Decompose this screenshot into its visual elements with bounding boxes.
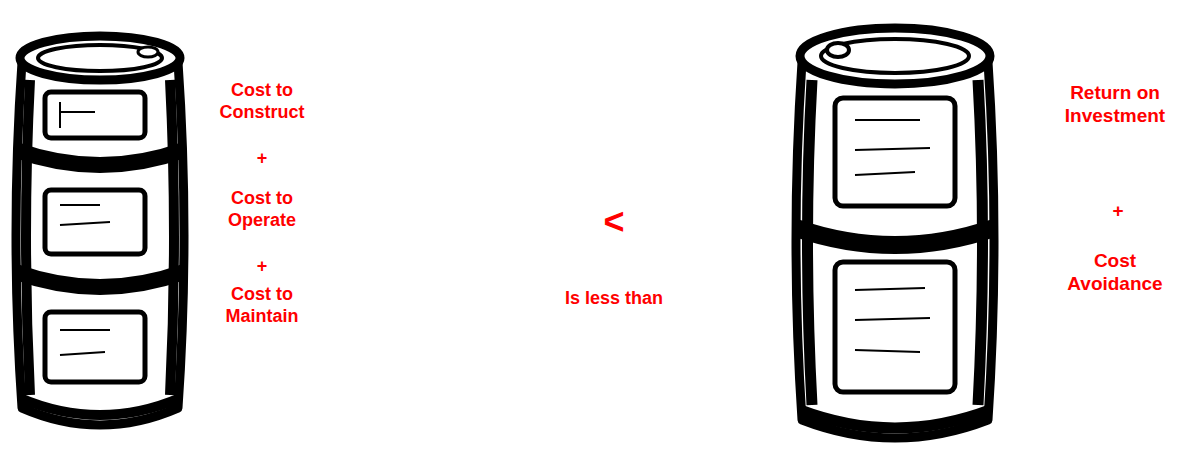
comparison-symbol: < [584,200,644,243]
left-barrel [16,36,184,425]
cost-label: Cost to Construct [206,80,318,123]
cost-label: Cost to Operate [206,188,318,231]
right-barrel [796,28,994,438]
cost-label: Cost to Maintain [206,284,318,327]
benefit-label: Return on Investment [1051,82,1179,128]
comparison-label: Is less than [514,288,714,310]
benefit-label: Cost Avoidance [1051,250,1179,296]
plus-sign: + [242,256,282,278]
plus-sign: + [1098,200,1138,223]
plus-sign: + [242,148,282,170]
